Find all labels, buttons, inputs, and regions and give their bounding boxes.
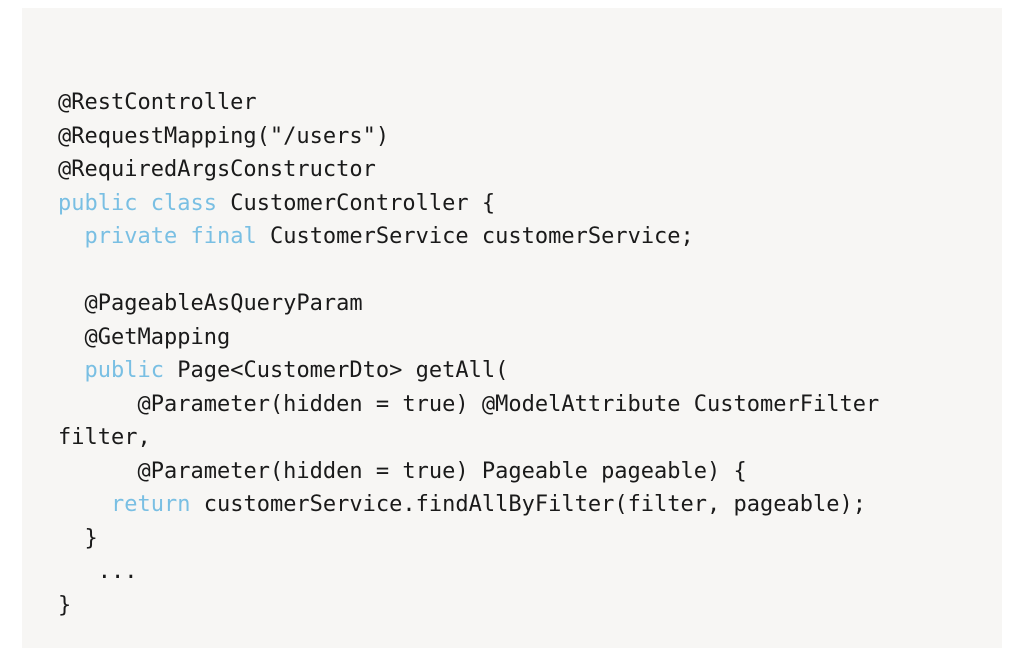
param-pageable: @Parameter(hidden = true) Pageable pagea… — [58, 458, 747, 484]
code-line: @Parameter(hidden = true) @ModelAttribut… — [58, 388, 958, 455]
method-signature-get-all: Page<CustomerDto> getAll( — [177, 358, 509, 383]
class-name-customer-controller: CustomerController { — [230, 190, 496, 216]
code-panel: @RestController @RequestMapping("/users")… — [22, 8, 1002, 648]
indent — [58, 224, 85, 249]
ellipsis: ... — [58, 559, 138, 584]
code-line: @Parameter(hidden = true) Pageable pagea… — [58, 455, 958, 489]
param-customer-filter: @Parameter(hidden = true) @ModelAttribut… — [58, 391, 893, 451]
annotation-required-args-constructor: @RequiredArgsConstructor — [58, 157, 376, 182]
indent — [58, 358, 85, 383]
code-line-blank — [58, 254, 958, 288]
code-line: public Page<CustomerDto> getAll( — [58, 354, 958, 388]
annotation-get-mapping: @GetMapping — [58, 324, 231, 350]
code-line: @RequiredArgsConstructor — [58, 153, 958, 187]
keyword-class: class — [150, 190, 217, 216]
indent — [58, 492, 111, 517]
code-line: ... — [58, 555, 958, 589]
code-line: return customerService.findAllByFilter(f… — [58, 488, 958, 522]
keyword-public: public — [84, 358, 164, 383]
code-line: @RequestMapping("/users") — [58, 120, 958, 154]
return-expression: customerService.findAllByFilter(filter, … — [203, 492, 866, 517]
annotation-rest-controller: @RestController — [58, 90, 257, 115]
brace-close-class: } — [58, 592, 72, 618]
keyword-public: public — [58, 190, 138, 216]
code-line: public class CustomerController { — [58, 187, 958, 221]
string-literal-users-path: "/users" — [269, 123, 376, 149]
field-customer-service: CustomerService customerService; — [269, 224, 694, 249]
code-block[interactable]: @RestController @RequestMapping("/users")… — [58, 86, 958, 622]
keyword-final: final — [190, 224, 257, 249]
code-line: } — [58, 589, 958, 623]
code-line: @GetMapping — [58, 321, 958, 355]
code-line: } — [58, 522, 958, 556]
paren-close: ) — [375, 123, 390, 149]
code-line: @PageableAsQueryParam — [58, 287, 958, 321]
annotation-request-mapping: @RequestMapping( — [58, 123, 270, 149]
code-line: @RestController — [58, 86, 958, 120]
keyword-private: private — [84, 224, 178, 249]
keyword-return: return — [110, 492, 191, 517]
brace-close-method: } — [58, 525, 98, 551]
annotation-pageable-as-query-param: @PageableAsQueryParam — [58, 291, 363, 316]
code-line: private final CustomerService customerSe… — [58, 220, 958, 254]
